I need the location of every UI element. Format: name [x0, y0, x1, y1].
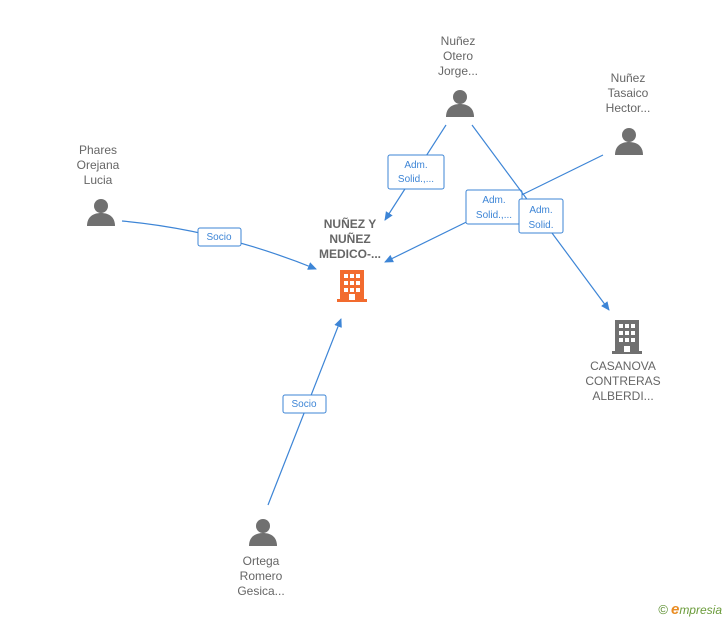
node-label-line-2: Orejana [77, 158, 120, 172]
node-label-line-3: ALBERDI... [592, 389, 653, 403]
person-node-nunez-tasaico[interactable]: Nuñez Tasaico Hector... [606, 71, 651, 155]
node-label-line-2: Romero [240, 569, 283, 583]
person-node-nunez-otero[interactable]: Nuñez Otero Jorge... [438, 34, 478, 117]
edge-label-line-2: Solid.,... [398, 174, 434, 185]
person-icon [249, 519, 277, 546]
node-label-line-2: Tasaico [608, 86, 649, 100]
brand-initial: e [670, 601, 680, 618]
edge-phares-to-main[interactable]: Socio [121, 220, 317, 270]
edge-label-line-2: Solid. [528, 220, 553, 231]
edge-label-line-1: Adm. [404, 160, 427, 171]
edge-ortega-to-main[interactable]: Socio [267, 318, 342, 506]
node-label-line-1: Phares [79, 143, 117, 157]
company-node-nunez-y-nunez[interactable]: NUÑEZ Y NUÑEZ MEDICO-... [319, 216, 381, 302]
node-label-line-2: CONTRERAS [585, 374, 660, 388]
node-label-line-1: NUÑEZ Y [324, 216, 376, 231]
person-icon [446, 90, 474, 117]
node-label-line-3: Jorge... [438, 64, 478, 78]
edge-otero-to-main[interactable]: Adm. Solid.,... [384, 124, 447, 221]
node-label-line-2: Otero [443, 49, 473, 63]
node-label-line-1: Nuñez [611, 71, 646, 85]
edge-otero-to-casanova[interactable]: Adm. Solid. [471, 124, 610, 311]
edge-label: Socio [291, 399, 316, 410]
building-icon [337, 270, 367, 302]
edge-label-line-1: Adm. [529, 205, 552, 216]
node-label-line-3: MEDICO-... [319, 247, 381, 261]
edge-label-line-1: Adm. [482, 195, 505, 206]
copyright-symbol: © [658, 602, 668, 617]
node-label-line-1: Ortega [243, 554, 280, 568]
empresia-logo[interactable]: ©empresia [658, 601, 722, 618]
node-label-line-3: Gesica... [237, 584, 284, 598]
person-icon [87, 199, 115, 226]
node-label-line-2: NUÑEZ [329, 231, 370, 246]
building-icon [612, 320, 642, 354]
company-node-casanova[interactable]: CASANOVA CONTRERAS ALBERDI... [585, 320, 661, 403]
brand-name: mpresia [679, 603, 722, 617]
edge-label-line-2: Solid.,... [476, 210, 512, 221]
person-node-phares[interactable]: Phares Orejana Lucia [77, 143, 120, 226]
edge-label: Socio [206, 232, 231, 243]
person-node-ortega[interactable]: Ortega Romero Gesica... [237, 519, 285, 598]
edge-tasaico-to-main[interactable]: Adm. Solid.,... [384, 154, 604, 263]
node-label-line-1: CASANOVA [590, 359, 656, 373]
node-label-line-3: Lucia [84, 173, 113, 187]
person-icon [615, 128, 643, 155]
node-label-line-1: Nuñez [441, 34, 476, 48]
node-label-line-3: Hector... [606, 101, 651, 115]
